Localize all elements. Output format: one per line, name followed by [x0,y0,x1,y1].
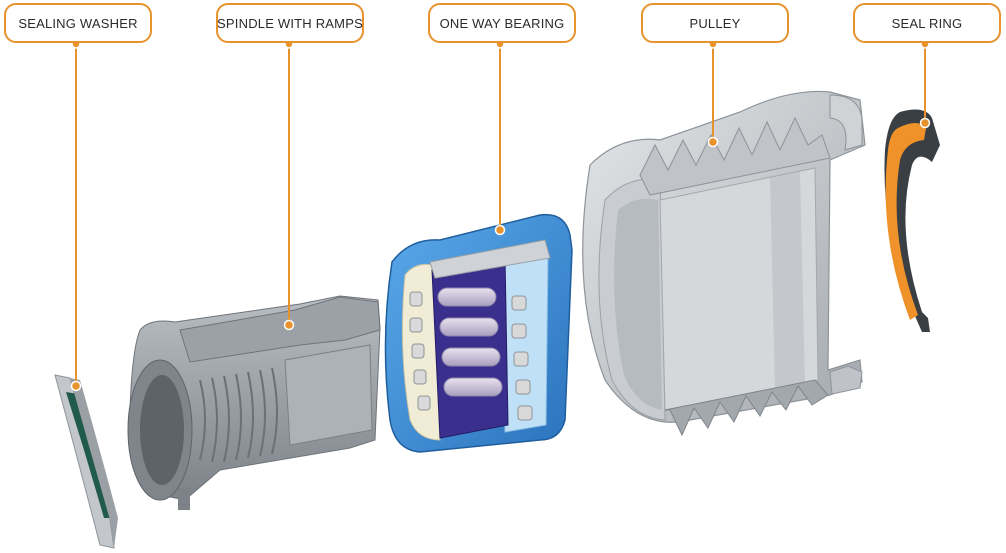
callout-dot-icon [283,319,295,331]
pulley-part [582,90,866,437]
callout-dot-icon [919,117,931,129]
label-sealing-washer: SEALING WASHER [4,3,152,43]
one-way-bearing-part [384,213,573,453]
seal-ring-part [884,109,940,332]
label-spindle-with-ramps: SPINDLE WITH RAMPS [216,3,364,43]
callout-dot-icon [707,136,719,148]
spindle-part [127,295,381,510]
callout-markers [70,39,931,392]
label-pulley: PULLEY [641,3,789,43]
label-seal-ring: SEAL RING [853,3,1001,43]
callout-dot-icon [494,224,506,236]
label-one-way-bearing: ONE WAY BEARING [428,3,576,43]
callout-lines [75,43,926,386]
callout-dot-icon [70,380,82,392]
sealing-washer-part [54,374,118,549]
